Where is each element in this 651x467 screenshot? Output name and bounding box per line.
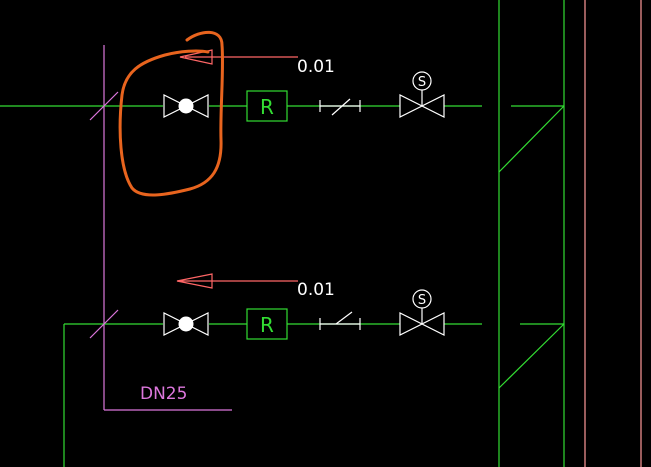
ball-valve-icon[interactable] bbox=[163, 312, 209, 336]
slope-label: 0.01 bbox=[297, 57, 335, 77]
solenoid-valve-icon[interactable]: S bbox=[399, 289, 445, 336]
branch-drop-diagonal bbox=[498, 105, 565, 173]
regulator-box[interactable]: R bbox=[246, 90, 288, 122]
slope-arrow bbox=[176, 273, 298, 289]
solenoid-letter: S bbox=[418, 293, 426, 308]
check-valve-icon[interactable] bbox=[319, 98, 361, 116]
slope-arrow bbox=[179, 49, 298, 65]
pipe-size-label: DN25 bbox=[140, 384, 187, 404]
upper-branch: R S 0.01 bbox=[0, 49, 565, 173]
pipe-break-mark bbox=[89, 91, 119, 121]
pipe-break-mark bbox=[89, 309, 119, 339]
regulator-letter: R bbox=[260, 313, 274, 337]
slope-label: 0.01 bbox=[297, 280, 335, 300]
regulator-letter: R bbox=[260, 95, 274, 119]
regulator-box[interactable]: R bbox=[246, 308, 288, 340]
check-valve-icon[interactable] bbox=[319, 311, 361, 330]
solenoid-valve-icon[interactable]: S bbox=[399, 71, 445, 118]
markup-circle bbox=[118, 30, 225, 197]
solenoid-letter: S bbox=[418, 75, 426, 90]
branch-drop-diagonal bbox=[498, 323, 565, 389]
lower-branch: R S 0.01 bbox=[63, 273, 565, 467]
ball-valve-icon[interactable] bbox=[163, 94, 209, 118]
